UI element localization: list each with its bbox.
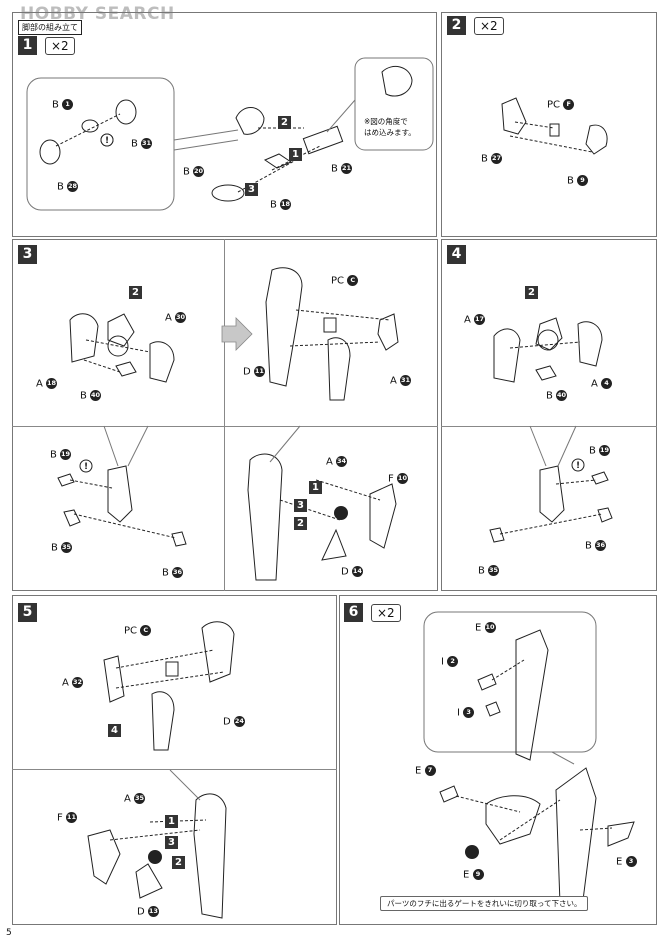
label-e7: E 7 bbox=[415, 765, 436, 778]
step5-panel bbox=[12, 595, 337, 925]
label-b31: B 31 bbox=[131, 138, 153, 150]
order-marker-2: 2 bbox=[278, 116, 291, 129]
step2-panel bbox=[441, 12, 657, 237]
step2-multiplier: ×2 bbox=[474, 17, 504, 35]
label-i2: I 2 bbox=[441, 656, 459, 669]
step3-panel bbox=[12, 239, 438, 591]
step3-order-3: 3 bbox=[294, 499, 307, 512]
label-b18: B 18 bbox=[270, 199, 292, 211]
gate-removal-note: パーツのフチに出るゲートをきれいに切り取って下さい。 bbox=[380, 896, 589, 911]
label-a18: A 18 bbox=[36, 378, 58, 390]
step4-hdivider bbox=[441, 426, 657, 427]
label-b35: B 35 bbox=[51, 542, 73, 554]
label-f10: F 10 bbox=[388, 473, 408, 485]
step5-order-1: 1 bbox=[165, 815, 178, 828]
svg-text:!: ! bbox=[576, 461, 580, 471]
step-number-5: 5 bbox=[18, 603, 37, 622]
label-b21: B 21 bbox=[331, 163, 353, 175]
step3-order-2: 2 bbox=[294, 517, 307, 530]
label-a35: A 35 bbox=[124, 793, 146, 805]
step-number-3: 3 bbox=[18, 245, 37, 264]
step5-order-2: 2 bbox=[172, 856, 185, 869]
step3-hdivider bbox=[12, 426, 438, 427]
label-b19-step4: B 19 bbox=[589, 445, 611, 457]
label-b35-step4: B 35 bbox=[478, 565, 500, 577]
step-number-4: 4 bbox=[447, 245, 466, 264]
label-b36-step4: B 36 bbox=[585, 540, 607, 552]
label-a17: A 17 bbox=[464, 314, 486, 326]
label-i3: I 3 bbox=[457, 707, 475, 720]
label-a4: A 4 bbox=[591, 378, 613, 391]
angle-note-line2: はめ込みます。 bbox=[364, 128, 416, 137]
label-b19: B 19 bbox=[50, 449, 72, 461]
step3-order-1: 1 bbox=[309, 481, 322, 494]
label-b1: B 1 bbox=[52, 99, 74, 112]
label-a31: A 31 bbox=[390, 375, 412, 387]
label-d14: D 14 bbox=[341, 566, 363, 578]
step5-hdivider bbox=[12, 769, 337, 770]
label-e3: E 3 bbox=[616, 856, 637, 869]
label-b36: B 36 bbox=[162, 567, 184, 579]
label-e10: E 10 bbox=[475, 622, 496, 634]
label-e9: E 9 bbox=[463, 869, 484, 882]
label-b28: B 28 bbox=[57, 181, 79, 193]
step5-order-3: 3 bbox=[165, 836, 178, 849]
svg-text:!: ! bbox=[84, 462, 88, 472]
step5-ref-4: 4 bbox=[108, 724, 121, 737]
label-a30: A 30 bbox=[165, 312, 187, 324]
angle-note-line1: ※図の角度で bbox=[364, 117, 408, 126]
order-marker-1: 1 bbox=[289, 148, 302, 161]
label-pcf: PC F bbox=[547, 99, 575, 112]
page-number: 5 bbox=[6, 928, 12, 938]
step3-vdivider bbox=[224, 239, 225, 591]
svg-text:!: ! bbox=[105, 136, 109, 146]
step4-ref-2: 2 bbox=[525, 286, 538, 299]
label-a34: A 34 bbox=[326, 456, 348, 468]
label-b40-step4: B 40 bbox=[546, 390, 568, 402]
label-b20: B 20 bbox=[183, 166, 205, 178]
step-number-2: 2 bbox=[447, 16, 466, 35]
label-b27: B 27 bbox=[481, 153, 503, 165]
label-pcc: PC C bbox=[331, 275, 359, 288]
section-heading: 脚部の組み立て bbox=[18, 20, 82, 35]
step6-panel bbox=[339, 595, 657, 925]
label-a32: A 32 bbox=[62, 677, 84, 689]
label-d11: D 11 bbox=[243, 366, 265, 378]
label-f11: F 11 bbox=[57, 812, 77, 824]
label-b9: B 9 bbox=[567, 175, 589, 188]
label-b40: B 40 bbox=[80, 390, 102, 402]
label-d24: D 24 bbox=[223, 716, 245, 728]
step1-multiplier: ×2 bbox=[45, 37, 75, 55]
step-number-1: 1 bbox=[18, 36, 37, 55]
step4-panel bbox=[441, 239, 657, 591]
label-pcc-step5: PC C bbox=[124, 625, 152, 638]
step-number-6: 6 bbox=[344, 603, 363, 622]
label-d13: D 13 bbox=[137, 906, 159, 918]
watermark: HOBBY SEARCH bbox=[20, 4, 175, 24]
step6-multiplier: ×2 bbox=[371, 604, 401, 622]
order-marker-3: 3 bbox=[245, 183, 258, 196]
step1-panel bbox=[12, 12, 437, 237]
step3-ref-2: 2 bbox=[129, 286, 142, 299]
